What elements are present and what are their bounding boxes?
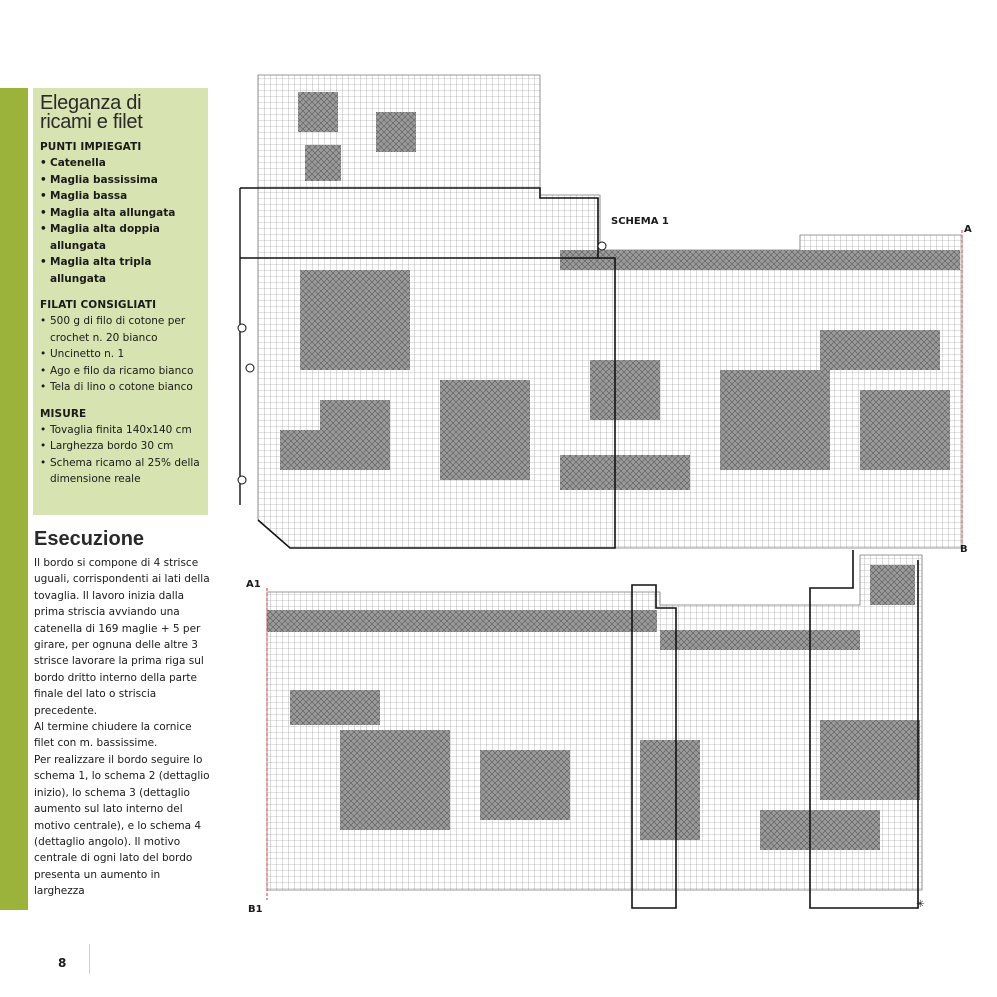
list-item: Maglia alta doppia allungata <box>40 221 202 254</box>
list-item: Ago e filo da ricamo bianco <box>40 363 202 380</box>
execution-body: Il bordo si compone di 4 strisce uguali,… <box>34 555 210 900</box>
box-title-line2: ricami e filet <box>40 111 143 133</box>
list-item: Tovaglia finita 140x140 cm <box>40 422 202 439</box>
sizes-list: Tovaglia finita 140x140 cm Larghezza bor… <box>40 422 202 488</box>
box-title: Eleganza di ricami e filet <box>40 92 202 133</box>
execution-paragraph: Il bordo si compone di 4 strisce uguali,… <box>34 557 210 717</box>
list-item: Maglia bassa <box>40 188 202 205</box>
info-box: Eleganza di ricami e filet PUNTI IMPIEGA… <box>33 88 208 515</box>
list-item: Catenella <box>40 155 202 172</box>
marker-icon <box>237 323 247 333</box>
list-item: Maglia alta allungata <box>40 205 202 222</box>
label-a: A <box>964 224 972 235</box>
yarn-list: 500 g di filo di cotone per crochet n. 2… <box>40 313 202 396</box>
list-item: Larghezza bordo 30 cm <box>40 438 202 455</box>
list-item: Schema ricamo al 25% della dimensione re… <box>40 455 202 488</box>
label-a1: A1 <box>246 579 261 590</box>
label-b1: B1 <box>248 904 263 915</box>
marker-icon <box>237 475 247 485</box>
marker-icon <box>245 363 255 373</box>
page-divider <box>89 944 90 974</box>
sizes-heading: MISURE <box>40 407 87 420</box>
marker-icon <box>597 241 607 251</box>
execution-title: Esecuzione <box>34 528 145 550</box>
schema-label: SCHEMA 1 <box>611 216 669 227</box>
execution-paragraph: Al termine chiudere la cornice filet con… <box>34 721 192 750</box>
list-item: Tela di lino o cotone bianco <box>40 379 202 396</box>
label-b: B <box>960 544 968 555</box>
chart-bottom-outline-2 <box>809 550 919 909</box>
stitches-list: Catenella Maglia bassissima Maglia bassa… <box>40 155 202 287</box>
page-number: 8 <box>58 956 67 970</box>
box-title-line1: Eleganza di <box>40 92 142 114</box>
execution-paragraph: Per realizzare il bordo seguire lo schem… <box>34 753 210 898</box>
list-item: Maglia alta tripla allungata <box>40 254 202 287</box>
chart-bottom: A1 B1 ✳ <box>246 550 924 915</box>
chart-top-motifs <box>280 92 960 490</box>
list-item: Uncinetto n. 1 <box>40 346 202 363</box>
yarn-heading: FILATI CONSIGLIATI <box>40 299 157 311</box>
stitches-heading: PUNTI IMPIEGATI <box>40 141 142 153</box>
list-item: 500 g di filo di cotone per crochet n. 2… <box>40 313 202 346</box>
chart-bottom-outline-1 <box>631 584 677 909</box>
chart-top: SCHEMA 1 A B <box>237 74 972 555</box>
end-mark-icon: ✳ <box>916 899 924 910</box>
accent-bar <box>0 88 28 910</box>
list-item: Maglia bassissima <box>40 172 202 189</box>
